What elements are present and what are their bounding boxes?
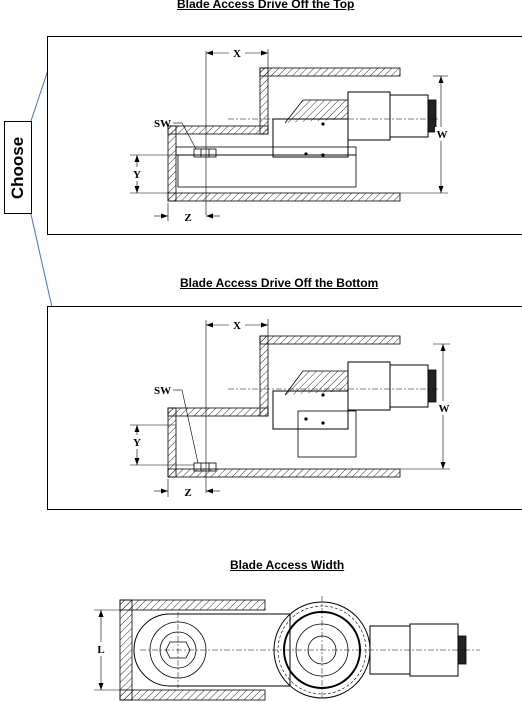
dim-label-w: W bbox=[437, 129, 448, 141]
dim-label-w: W bbox=[439, 403, 450, 415]
dim-label-z: Z bbox=[184, 487, 191, 499]
dim-label-l: L bbox=[97, 644, 104, 656]
choose-box: Choose bbox=[4, 121, 32, 214]
title-drive-off-top: Blade Access Drive Off the Top bbox=[177, 0, 355, 11]
diagram-drive-off-top: X W Y Z SW bbox=[130, 47, 449, 224]
dim-label-y: Y bbox=[133, 437, 141, 449]
dim-label-z: Z bbox=[184, 212, 191, 224]
title-blade-access-width: Blade Access Width bbox=[230, 558, 345, 572]
dim-label-sw: SW bbox=[154, 385, 171, 397]
dim-label-x: X bbox=[233, 320, 241, 332]
dim-label-x: X bbox=[233, 48, 241, 60]
title-drive-off-bottom: Blade Access Drive Off the Bottom bbox=[180, 276, 379, 290]
dim-label-sw: SW bbox=[154, 118, 171, 130]
dim-label-y: Y bbox=[133, 169, 141, 181]
diagram-drive-off-bottom: X W Y Z SW bbox=[130, 319, 451, 499]
diagram-blade-access-width: L bbox=[94, 596, 480, 701]
panel-drive-off-top: X W Y Z SW bbox=[47, 36, 522, 235]
panel-drive-off-bottom: X W Y Z SW bbox=[47, 306, 522, 510]
choose-label: Choose bbox=[8, 136, 27, 199]
